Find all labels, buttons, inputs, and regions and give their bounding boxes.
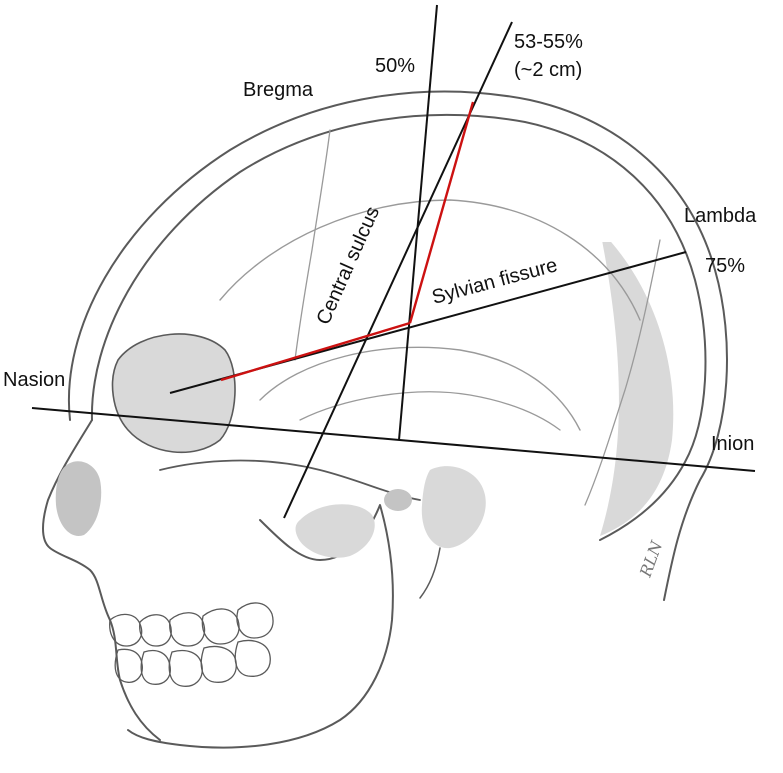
nasion-inion-line	[31, 407, 756, 472]
label-sylvian-fissure: Sylvian fissure	[430, 254, 560, 309]
label-central-sulcus: Central sulcus	[312, 203, 384, 328]
skull-vault	[90, 114, 707, 541]
squamosal-suture	[299, 391, 561, 431]
label-two-cm: (~2 cm)	[514, 59, 582, 81]
white-patch	[581, 217, 631, 242]
temporal-line	[219, 199, 641, 321]
temporal-squama	[259, 346, 581, 431]
scalp-outline	[67, 90, 728, 601]
upper-teeth	[109, 602, 274, 647]
label-seventy-five-percent: 75%	[705, 255, 745, 277]
occipital-shading	[600, 230, 674, 536]
mandible	[127, 504, 394, 749]
lower-teeth	[114, 639, 271, 687]
label-fifty-percent: 50%	[375, 55, 415, 77]
skull-illustration	[42, 90, 728, 749]
coronal-suture	[294, 129, 331, 361]
styloid	[419, 547, 441, 599]
nasal-aperture	[55, 461, 102, 536]
orbit-rim	[111, 333, 236, 454]
label-bregma: Bregma	[243, 79, 314, 101]
fifty-percent-vertical-line	[398, 4, 438, 441]
mandible-notch	[295, 504, 375, 558]
zygomatic-arch	[159, 459, 421, 501]
signature: RLN	[636, 537, 667, 580]
central-sulcus-projection	[408, 101, 475, 324]
label-lambda: Lambda	[684, 205, 757, 227]
central-sulcus-guide-line	[283, 21, 513, 519]
lambdoid-suture	[584, 239, 661, 506]
orbit	[112, 333, 236, 453]
projection-lines	[220, 101, 475, 382]
face-profile	[42, 419, 161, 741]
label-fifty-three-percent: 53-55%	[514, 31, 583, 53]
label-inion: Inion	[711, 433, 754, 455]
label-nasion: Nasion	[3, 369, 65, 391]
ear-canal	[384, 489, 412, 511]
mastoid	[421, 466, 486, 549]
guide-lines	[31, 4, 756, 519]
sylvian-fissure-projection	[220, 321, 411, 382]
